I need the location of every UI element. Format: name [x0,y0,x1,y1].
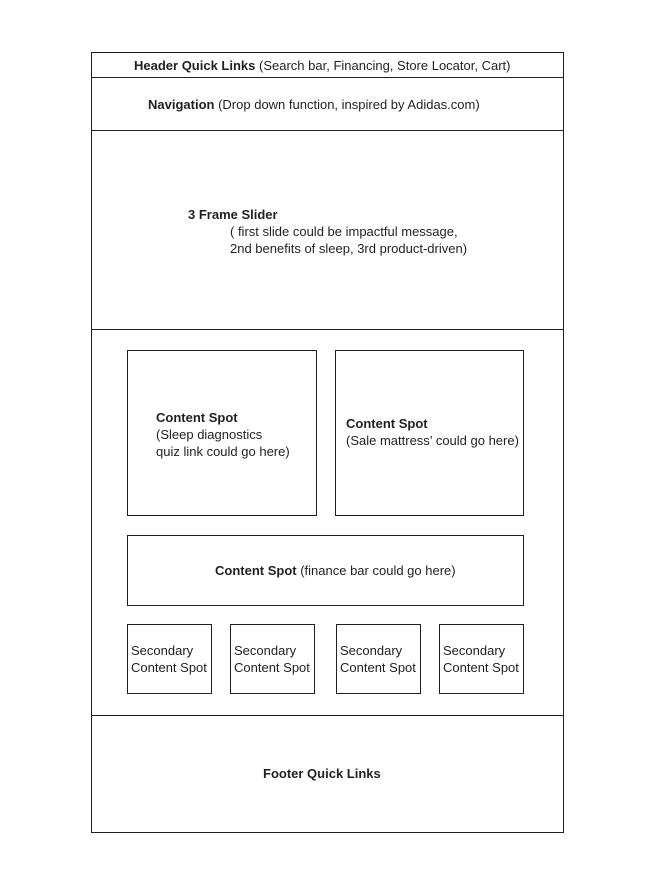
content-spot-finance: Content Spot (finance bar could go here) [127,535,524,606]
navigation-title: Navigation [148,97,215,112]
slider-detail-line1: ( first slide could be impactful message… [230,224,458,239]
header-detail: (Search bar, Financing, Store Locator, C… [259,58,511,73]
secondary-content-spot-3: Secondary Content Spot [336,624,421,694]
footer-quick-links-label: Footer Quick Links [263,766,381,781]
navigation-divider [91,130,564,131]
secondary-spot-1-line1: Secondary [131,643,194,658]
header-divider [91,77,564,78]
secondary-content-spot-1: Secondary Content Spot [127,624,212,694]
content-spot-sale: Content Spot (Sale mattress’ could go he… [335,350,524,516]
content-spot-finance-detail: (finance bar could go here) [300,563,456,578]
secondary-content-spot-2: Secondary Content Spot [230,624,315,694]
content-spot-sale-line1: (Sale mattress’ could go here) [346,433,519,448]
content-spot-quiz-line1: (Sleep diagnostics [156,427,263,442]
secondary-spot-2-line1: Secondary [234,643,297,658]
secondary-spot-3-line2: Content Spot [340,660,416,675]
footer-divider [91,715,564,716]
secondary-spot-3-line1: Secondary [340,643,403,658]
secondary-spot-4-line1: Secondary [443,643,506,658]
slider-detail-line2: 2nd benefits of sleep, 3rd product-drive… [230,241,468,256]
content-spot-finance-label: Content Spot (finance bar could go here) [215,562,456,579]
slider-divider [91,329,564,330]
header-quick-links-label: Header Quick Links (Search bar, Financin… [134,57,510,74]
content-spot-sale-title: Content Spot [346,416,428,431]
navigation-detail: (Drop down function, inspired by Adidas.… [218,97,480,112]
content-spot-finance-title: Content Spot [215,563,297,578]
secondary-spot-4-line2: Content Spot [443,660,519,675]
secondary-content-spot-4: Secondary Content Spot [439,624,524,694]
content-spot-quiz: Content Spot (Sleep diagnostics quiz lin… [127,350,317,516]
header-title: Header Quick Links [134,58,256,73]
slider-title: 3 Frame Slider [188,207,278,222]
navigation-label: Navigation (Drop down function, inspired… [148,96,480,113]
secondary-spot-2-line2: Content Spot [234,660,310,675]
secondary-spot-1-line2: Content Spot [131,660,207,675]
content-spot-quiz-title: Content Spot [156,410,238,425]
content-spot-quiz-line2: quiz link could go here) [156,444,290,459]
